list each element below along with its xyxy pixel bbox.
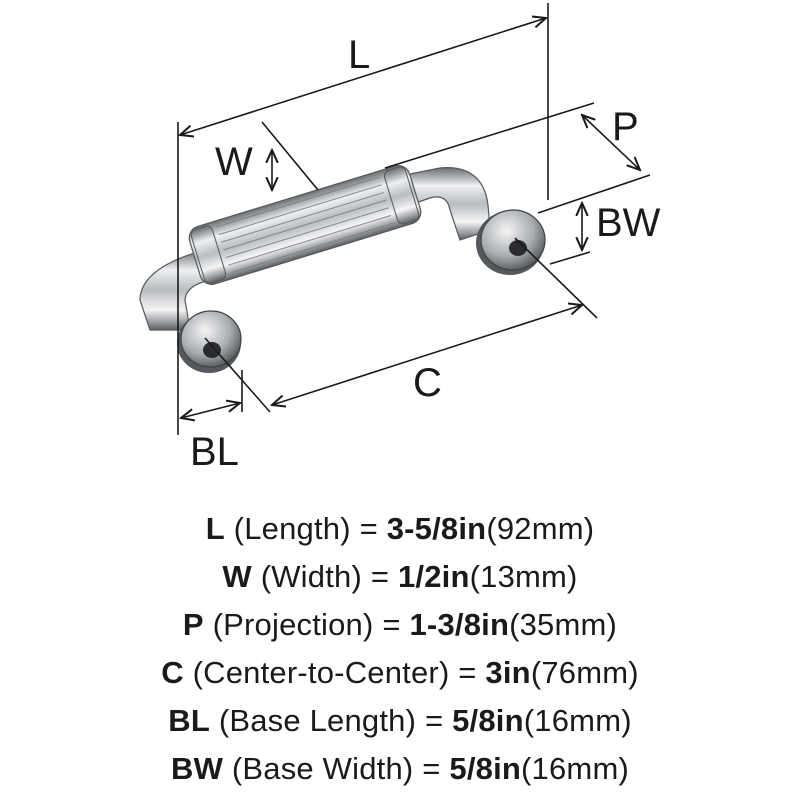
spec-imperial: 3in bbox=[485, 655, 531, 690]
spec-imperial: 5/8in bbox=[452, 703, 524, 738]
spec-name: (Base Length) bbox=[218, 703, 417, 738]
spec-row-width: W (Width) = 1/2in(13mm) bbox=[0, 553, 800, 601]
spec-name: (Center-to-Center) bbox=[192, 655, 450, 690]
specification-list: L (Length) = 3-5/8in(92mm) W (Width) = 1… bbox=[0, 505, 800, 793]
label-BL: BL bbox=[190, 430, 239, 474]
right-leg bbox=[404, 167, 491, 241]
fluted-bar bbox=[188, 165, 422, 285]
left-collar bbox=[190, 225, 227, 284]
extension-line-W bbox=[261, 121, 319, 191]
flute-grooves bbox=[216, 176, 394, 274]
right-base bbox=[476, 209, 546, 275]
extension-line-BW bbox=[549, 251, 591, 265]
label-P: P bbox=[612, 105, 639, 149]
dimension-line-C bbox=[272, 305, 582, 405]
spec-row-base-width: BW (Base Width) = 5/8in(16mm) bbox=[0, 745, 800, 793]
left-leg bbox=[139, 249, 213, 331]
dimension-line-BL bbox=[181, 403, 240, 418]
spec-metric: (16mm) bbox=[521, 751, 630, 786]
spec-imperial: 1-3/8in bbox=[409, 607, 510, 642]
spec-row-projection: P (Projection) = 1-3/8in(35mm) bbox=[0, 601, 800, 649]
spec-name: (Base Width) bbox=[231, 751, 414, 786]
spec-metric: (35mm) bbox=[509, 607, 618, 642]
spec-name: (Width) bbox=[260, 559, 362, 594]
label-L: L bbox=[348, 33, 370, 77]
spec-equals: = bbox=[359, 511, 387, 546]
label-BW: BW bbox=[596, 201, 661, 245]
spec-metric: (16mm) bbox=[523, 703, 632, 738]
spec-abbr: P bbox=[182, 607, 204, 642]
spec-equals: = bbox=[424, 703, 453, 738]
spec-equals: = bbox=[370, 559, 398, 594]
extension-line-P-2 bbox=[537, 174, 651, 214]
label-C: C bbox=[413, 361, 442, 405]
axis-line-right bbox=[514, 237, 598, 319]
spec-imperial: 3-5/8in bbox=[386, 511, 487, 546]
spec-metric: (76mm) bbox=[530, 655, 639, 690]
spec-row-length: L (Length) = 3-5/8in(92mm) bbox=[0, 505, 800, 553]
extension-line-P bbox=[384, 102, 595, 169]
right-collar bbox=[383, 166, 420, 225]
spec-metric: (92mm) bbox=[486, 511, 595, 546]
spec-row-center-to-center: C (Center-to-Center) = 3in(76mm) bbox=[0, 649, 800, 697]
dimension-lines bbox=[177, 3, 651, 435]
spec-imperial: 5/8in bbox=[449, 751, 522, 786]
spec-abbr: W bbox=[222, 559, 252, 594]
spec-imperial: 1/2in bbox=[397, 559, 470, 594]
spec-abbr: L bbox=[205, 511, 225, 546]
spec-metric: (13mm) bbox=[469, 559, 578, 594]
cabinet-pull-handle bbox=[139, 165, 546, 373]
handle-dimension-diagram: L W P BW C BL bbox=[139, 3, 661, 474]
spec-name: (Length) bbox=[233, 511, 351, 546]
spec-abbr: BL bbox=[168, 703, 210, 738]
spec-name: (Projection) bbox=[212, 607, 374, 642]
spec-equals: = bbox=[458, 655, 486, 690]
axis-line-left bbox=[204, 337, 271, 413]
spec-abbr: BW bbox=[170, 751, 224, 786]
label-W: W bbox=[215, 140, 253, 184]
dimension-line-L bbox=[180, 18, 546, 135]
spec-equals: = bbox=[382, 607, 410, 642]
spec-equals: = bbox=[422, 751, 450, 786]
spec-row-base-length: BL (Base Length) = 5/8in(16mm) bbox=[0, 697, 800, 745]
dimension-line-P bbox=[582, 115, 640, 170]
spec-abbr: C bbox=[161, 655, 184, 690]
